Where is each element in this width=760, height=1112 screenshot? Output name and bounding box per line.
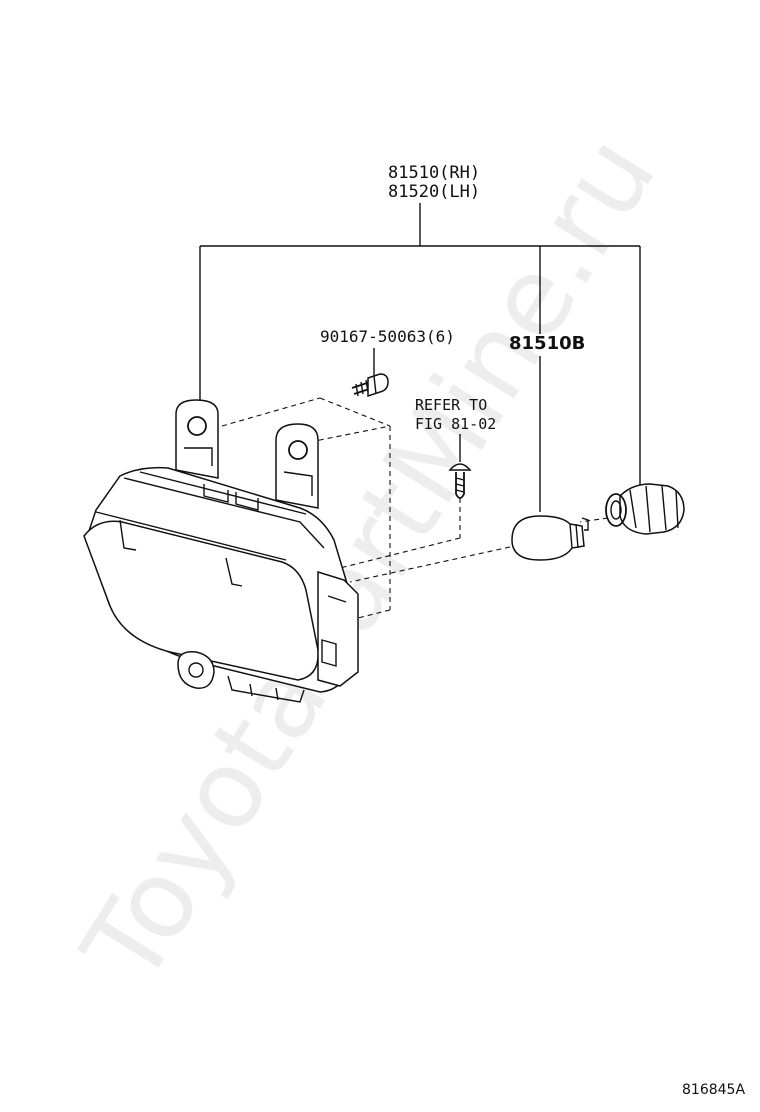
part-label-81520-lh: 81520(LH)	[388, 182, 481, 202]
screw-clip-icon	[448, 463, 472, 499]
refer-label-line2: FIG 81-02	[415, 415, 497, 433]
bolt-icon	[351, 373, 389, 398]
refer-label-line1: REFER TO	[415, 396, 488, 414]
bulb-socket-icon	[605, 483, 685, 535]
diagram-code: 816845A	[682, 1082, 746, 1098]
leader-lines	[199, 203, 641, 512]
fog-lamp-housing-icon	[83, 399, 359, 703]
part-label-81510-rh: 81510(RH)	[388, 163, 481, 183]
part-label-bulb: 81510B	[509, 333, 586, 354]
bulb-icon	[511, 515, 589, 561]
part-label-bolt: 90167-50063(6)	[320, 327, 455, 346]
